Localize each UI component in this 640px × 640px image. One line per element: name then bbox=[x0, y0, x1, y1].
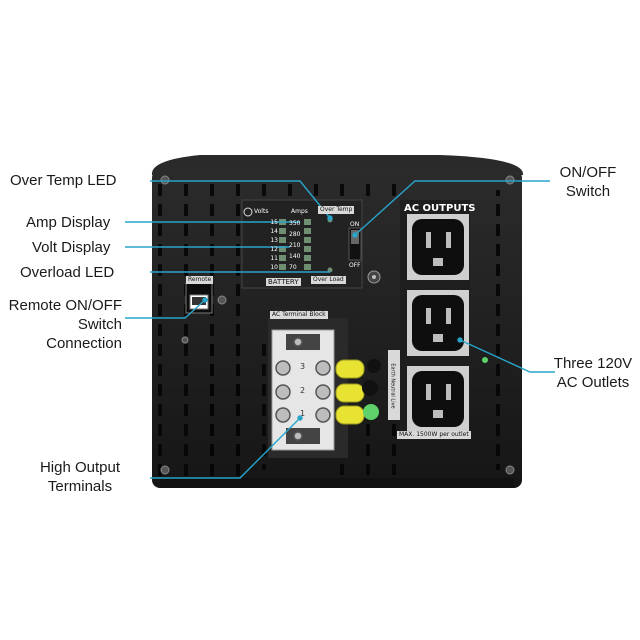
remote-label: Remote bbox=[186, 276, 214, 284]
volts-scale-item: 12 bbox=[270, 246, 278, 253]
onoff-callout-line2: Switch bbox=[565, 183, 611, 200]
volts-scale-item: 10 bbox=[270, 264, 278, 271]
remote-callout-line3: Connection bbox=[46, 335, 122, 352]
over-load-label: Over Load bbox=[311, 276, 346, 284]
max-rating-label: MAX. 1500W per outlet bbox=[397, 431, 471, 439]
over-temp-label: Over Temp bbox=[318, 206, 355, 214]
remote-callout-line1: Remote ON/OFF bbox=[8, 297, 122, 314]
volts-scale-item: 11 bbox=[270, 255, 278, 262]
ac-outputs-label: AC OUTPUTS bbox=[404, 203, 476, 214]
amps-scale-item: 210 bbox=[289, 242, 301, 249]
outlets-callout-line2: AC Outlets bbox=[556, 374, 630, 391]
outlets-callout-line1: Three 120V bbox=[553, 355, 633, 372]
volt-display-callout: Volt Display bbox=[32, 239, 111, 256]
over-temp-led-callout: Over Temp LED bbox=[10, 172, 117, 189]
wire-connectors bbox=[335, 359, 381, 425]
callout-lines bbox=[125, 180, 555, 479]
high-output-callout-line1: High Output bbox=[39, 459, 121, 476]
amp-display-callout: Amp Display bbox=[26, 214, 111, 231]
volts-label: Volts bbox=[254, 208, 269, 215]
remote-callout-line2: Switch bbox=[77, 316, 122, 333]
high-output-callout-line2: Terminals bbox=[47, 478, 113, 495]
status-led bbox=[482, 357, 488, 363]
amp-led-bars bbox=[304, 219, 311, 270]
switch-off-label: OFF bbox=[349, 262, 361, 269]
screw-icons bbox=[160, 175, 515, 475]
terminal-number: 2 bbox=[300, 386, 306, 395]
ac-terminal-block-label: AC Terminal Block bbox=[270, 311, 328, 319]
onoff-callout-line1: ON/OFF bbox=[559, 164, 617, 181]
amps-scale-item: 280 bbox=[289, 231, 301, 238]
amps-label: Amps bbox=[291, 208, 308, 215]
remote-switch-callout: Remote ON/OFF Switch Connection bbox=[0, 296, 122, 353]
overload-led bbox=[327, 267, 333, 273]
battery-label: BATTERY bbox=[266, 278, 301, 286]
ac-outlet-2 bbox=[407, 290, 469, 356]
switch-on-label: ON bbox=[350, 221, 360, 228]
volts-scale-item: 15 bbox=[270, 219, 278, 226]
ac-outlet-3 bbox=[407, 366, 469, 432]
amps-scale: 350 280 210 140 70 bbox=[289, 218, 303, 273]
amps-scale-item: 350 bbox=[289, 220, 301, 227]
volts-scale-item: 14 bbox=[270, 228, 278, 235]
amps-scale-item: 70 bbox=[289, 264, 297, 271]
ac-outlets-callout: Three 120V AC Outlets bbox=[548, 354, 638, 392]
high-output-terminals-callout: High Output Terminals bbox=[30, 458, 130, 496]
volts-scale-item: 13 bbox=[270, 237, 278, 244]
earth-neutral-live-label: Earth Neutral Live bbox=[388, 361, 397, 411]
volts-icon bbox=[243, 207, 253, 217]
terminal-number: 3 bbox=[300, 362, 306, 371]
overload-led-callout: Overload LED bbox=[20, 264, 115, 281]
amps-scale-item: 140 bbox=[289, 253, 301, 260]
terminal-number: 1 bbox=[300, 409, 306, 418]
ac-outlet-1 bbox=[407, 214, 469, 280]
volts-scale: 15 14 13 12 11 10 bbox=[266, 218, 278, 272]
onoff-switch-callout: ON/OFF Switch bbox=[546, 163, 630, 201]
